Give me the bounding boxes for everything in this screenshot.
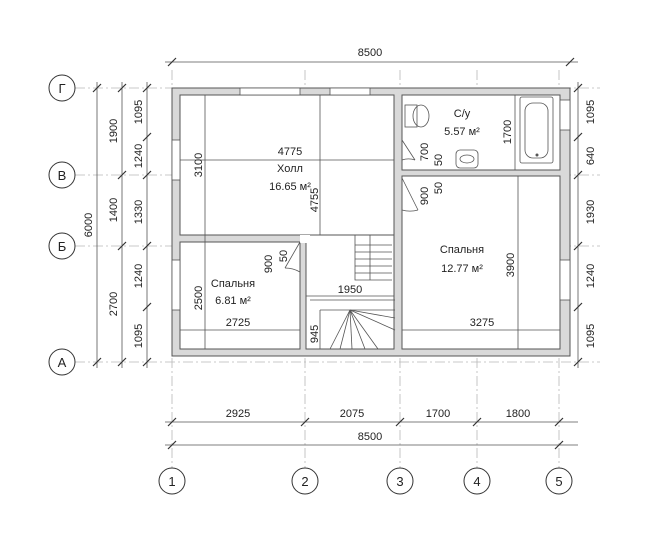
dimension-labels: 8500 2925 2075 1700 1800 8500 6000 1900 … [83,47,597,443]
room-labels: Холл 16.65 м² С/у 5.57 м² Спальня 12.77 … [211,108,484,307]
room-bedroom-left-area: 6.81 м² [215,295,251,307]
axis-label-b: Б [58,239,67,254]
axis-label-g: Г [58,81,65,96]
axis-label-1: 1 [168,474,175,489]
dim-door-1: 900 [263,255,275,273]
axis-label-5: 5 [555,474,562,489]
dim-hall-diag: 4755 [309,188,321,212]
dim-right-1: 1095 [585,100,597,124]
dim-left-mid-3: 2700 [108,292,120,316]
dim-left-inner-4: 1240 [133,264,145,288]
dim-overall-bottom: 8500 [358,431,382,443]
axis-label-a: А [58,355,67,370]
room-bedroom-right-area: 12.77 м² [441,263,483,275]
dim-hall-height: 3100 [193,153,205,177]
axis-markers: Г В Б А 1 2 3 4 5 [48,74,573,495]
axis-label-v: В [58,168,67,183]
dim-hall-width: 4775 [278,146,302,158]
dim-bath-height: 1700 [502,120,514,144]
bath-fixtures [404,96,554,169]
axis-label-2: 2 [301,474,308,489]
dim-door-1-offset: 50 [278,250,290,262]
room-hall-area: 16.65 м² [269,181,311,193]
dim-right-4: 1240 [585,264,597,288]
room-bath-area: 5.57 м² [444,126,480,138]
room-bedroom-right-name: Спальня [440,244,484,256]
dim-left-inner-3: 1330 [133,200,145,224]
room-hall-name: Холл [277,163,303,175]
dim-left-inner-2: 1240 [133,144,145,168]
dim-stair-depth: 945 [309,325,321,343]
dim-left-mid-2: 1400 [108,198,120,222]
room-bath-name: С/у [454,108,471,120]
dim-door-3: 900 [419,187,431,205]
dim-overall-top: 8500 [358,47,382,59]
dim-bedroom-left-height: 2500 [193,286,205,310]
axis-label-4: 4 [473,474,480,489]
dim-bedroom-left-width: 2725 [226,317,250,329]
dim-bottom-2: 2075 [340,408,364,420]
dim-door-3-offset: 50 [433,182,445,194]
dim-left-inner-5: 1095 [133,324,145,348]
dim-left-mid-1: 1900 [108,119,120,143]
room-bedroom-left-name: Спальня [211,278,255,290]
dim-right-2: 640 [585,147,597,165]
doors [284,139,419,273]
dim-right-5: 1095 [585,324,597,348]
dim-stair-width: 1950 [338,284,362,296]
axis-label-3: 3 [396,474,403,489]
dim-left-outer: 6000 [83,213,95,237]
dim-left-inner-1: 1095 [133,100,145,124]
dim-bedroom-right-width: 3275 [470,317,494,329]
dim-bottom-1: 2925 [226,408,250,420]
dim-right-3: 1930 [585,200,597,224]
dim-bottom-3: 1700 [426,408,450,420]
dimension-lines [92,57,583,450]
dim-door-2-offset: 50 [433,154,445,166]
dim-door-2: 700 [419,143,431,161]
staircase [310,235,396,350]
dim-bedroom-right-height: 3900 [505,253,517,277]
dim-bottom-4: 1800 [506,408,530,420]
walls [171,87,571,357]
